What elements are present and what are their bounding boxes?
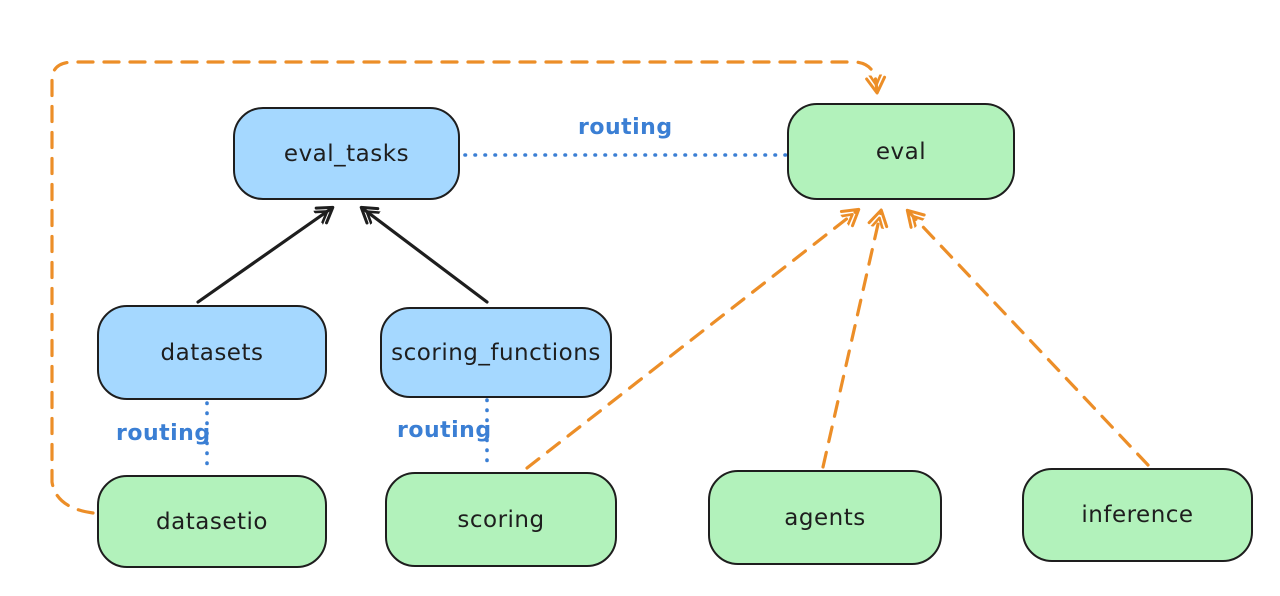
node-scoring-label: scoring (457, 506, 545, 533)
edge-scoring-to-eval (525, 210, 858, 470)
node-inference-label: inference (1081, 502, 1194, 528)
node-inference: inference (1022, 468, 1253, 562)
routing-label-datasets-to-datasetio: routing (116, 421, 211, 446)
node-scoring-functions: scoring_functions (380, 307, 612, 398)
node-datasetio-label: datasetio (156, 508, 268, 535)
edge-inference-to-eval (908, 211, 1150, 467)
node-scoring: scoring (385, 472, 617, 567)
node-datasetio: datasetio (97, 475, 327, 568)
node-scoring-functions-label: scoring_functions (391, 339, 601, 366)
node-eval-tasks: eval_tasks (233, 107, 460, 200)
node-datasets-label: datasets (160, 339, 264, 366)
node-eval: eval (787, 103, 1015, 200)
edge-agents-to-eval (821, 211, 881, 469)
node-eval-label: eval (875, 138, 927, 165)
edge-datasetio-to-eval (50, 60, 877, 515)
edge-datasets-to-eval-tasks (196, 208, 332, 304)
routing-label-scoring-functions-to-scoring: routing (397, 418, 492, 443)
node-datasets: datasets (97, 305, 327, 400)
node-eval-tasks-label: eval_tasks (283, 140, 410, 167)
edge-scoring-functions-to-eval-tasks (362, 208, 489, 304)
node-agents: agents (708, 470, 942, 565)
routing-label-eval-tasks-to-eval: routing (578, 115, 673, 140)
node-agents-label: agents (784, 504, 866, 531)
